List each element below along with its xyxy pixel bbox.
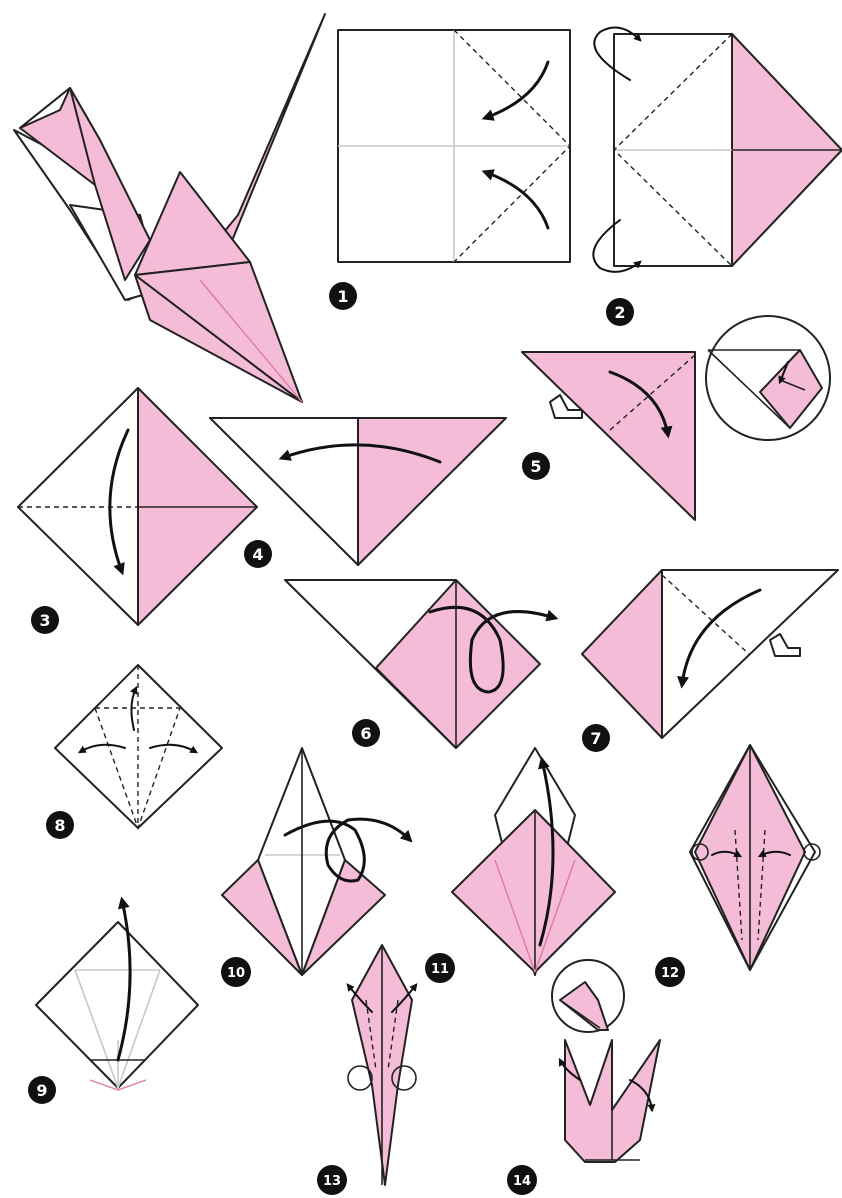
svg-text:14: 14 [513, 1174, 531, 1189]
step-6-badge: 6 [352, 719, 380, 747]
svg-text:7: 7 [590, 729, 601, 748]
svg-text:2: 2 [614, 303, 625, 322]
step-1-badge: 1 [329, 282, 357, 310]
step-13-badge: 13 [317, 1165, 347, 1195]
svg-text:13: 13 [323, 1174, 341, 1189]
step-1-diagram [338, 30, 570, 262]
step-7-badge: 7 [582, 724, 610, 752]
svg-text:12: 12 [661, 966, 679, 981]
step-3-badge: 3 [31, 606, 59, 634]
step-14-inset [552, 960, 624, 1032]
svg-text:8: 8 [54, 816, 65, 835]
step-12-badge: 12 [655, 957, 685, 987]
step-12-diagram [452, 748, 615, 975]
step-4-badge: 4 [244, 540, 272, 568]
step-9-diagram [36, 900, 198, 1090]
svg-text:5: 5 [530, 457, 541, 476]
step-8-diagram [55, 665, 222, 828]
step-7-diagram [582, 570, 838, 738]
step-5-diagram [522, 352, 695, 520]
svg-text:1: 1 [337, 287, 348, 306]
step-9-badge: 9 [28, 1076, 56, 1104]
svg-text:9: 9 [36, 1081, 47, 1100]
svg-text:4: 4 [252, 545, 263, 564]
step-8-badge: 8 [46, 811, 74, 839]
step-11-diagram [348, 945, 416, 1185]
step-10-badge: 10 [221, 957, 251, 987]
finished-crane-illustration [14, 14, 325, 402]
step-6-diagram [285, 580, 555, 748]
step-10-diagram [222, 748, 410, 975]
step-13-diagram [690, 745, 820, 970]
step-5-badge: 5 [522, 452, 550, 480]
step-14-badge: 14 [507, 1165, 537, 1195]
svg-text:6: 6 [360, 724, 371, 743]
step-5-inset [706, 316, 830, 440]
svg-text:3: 3 [39, 611, 50, 630]
svg-text:11: 11 [431, 962, 449, 977]
step-2-diagram [593, 28, 842, 272]
step-11-badge: 11 [425, 953, 455, 983]
step-2-badge: 2 [606, 298, 634, 326]
step-14-diagram [560, 1040, 660, 1162]
svg-text:10: 10 [227, 966, 245, 981]
